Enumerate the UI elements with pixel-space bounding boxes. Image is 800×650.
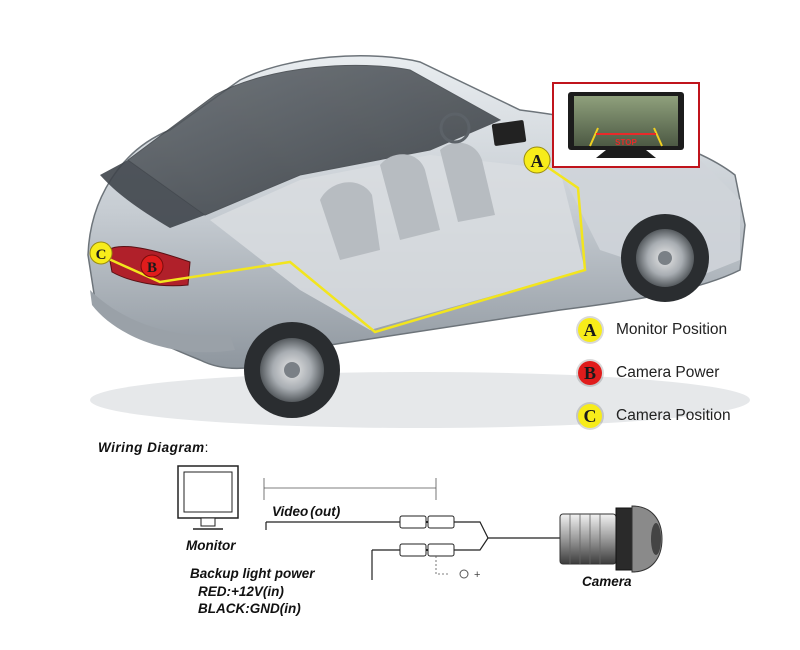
legend-label-camera-position: Camera Position — [616, 407, 731, 424]
legend-label-monitor-position: Monitor Position — [616, 321, 728, 338]
callout-c-text: C — [96, 247, 107, 263]
wiring-diagram: Wiring Diagram: Monitor Video(out) — [98, 440, 663, 616]
cable-length-bracket — [263, 478, 437, 500]
video-label: Video(out) — [272, 504, 341, 519]
inset-monitor-screen — [574, 96, 678, 146]
camera-icon — [559, 505, 663, 573]
wiring-title: Wiring Diagram: — [98, 440, 209, 455]
stop-label: STOP — [615, 138, 637, 147]
power-cable-right — [454, 537, 489, 551]
video-cable-right — [454, 521, 560, 539]
black-wire-label: BLACK:GND(in) — [198, 601, 301, 616]
callout-b-text: B — [147, 260, 157, 276]
monitor-inset: STOP — [552, 82, 700, 168]
dash-monitor — [491, 120, 527, 146]
rear-bumper — [90, 290, 235, 353]
legend-label-camera-power: Camera Power — [616, 364, 720, 381]
power-cable-left — [371, 549, 400, 580]
ground-lead — [435, 556, 450, 575]
callout-b: B — [140, 254, 164, 278]
front-seat-left — [380, 154, 440, 240]
polarity-symbol — [459, 569, 469, 579]
legend: A Monitor Position B Camera Power C Came… — [578, 315, 788, 444]
legend-item-camera-position: C Camera Position — [578, 401, 788, 431]
power-rca-connector — [399, 543, 455, 557]
parking-guide-lines — [589, 127, 663, 147]
rear-window — [100, 160, 205, 228]
legend-badge-b: B — [578, 361, 602, 385]
video-rca-connector — [399, 515, 455, 529]
rear-wheel — [244, 322, 340, 418]
legend-item-monitor-position: A Monitor Position — [578, 315, 788, 345]
callout-c: C — [89, 241, 113, 265]
callout-a: A — [523, 146, 551, 174]
camera-label: Camera — [582, 574, 632, 589]
red-wire-label: RED:+12V(in) — [198, 584, 284, 599]
legend-badge-a: A — [578, 318, 602, 342]
steering-wheel — [439, 112, 471, 144]
legend-item-camera-power: B Camera Power — [578, 358, 788, 388]
legend-badge-c: C — [578, 404, 602, 428]
rear-seat — [320, 182, 380, 260]
power-label: Backup light power — [190, 566, 315, 581]
front-seat-right — [440, 142, 495, 222]
monitor-label: Monitor — [186, 538, 236, 553]
wire-route — [99, 160, 587, 334]
car-interior — [210, 155, 585, 330]
inset-monitor-stand — [596, 150, 656, 158]
car-roof-glass — [127, 64, 502, 216]
callout-a-text: A — [531, 151, 544, 171]
monitor-icon — [177, 465, 239, 530]
front-wheel — [621, 214, 709, 302]
polarity-plus: + — [474, 569, 480, 581]
